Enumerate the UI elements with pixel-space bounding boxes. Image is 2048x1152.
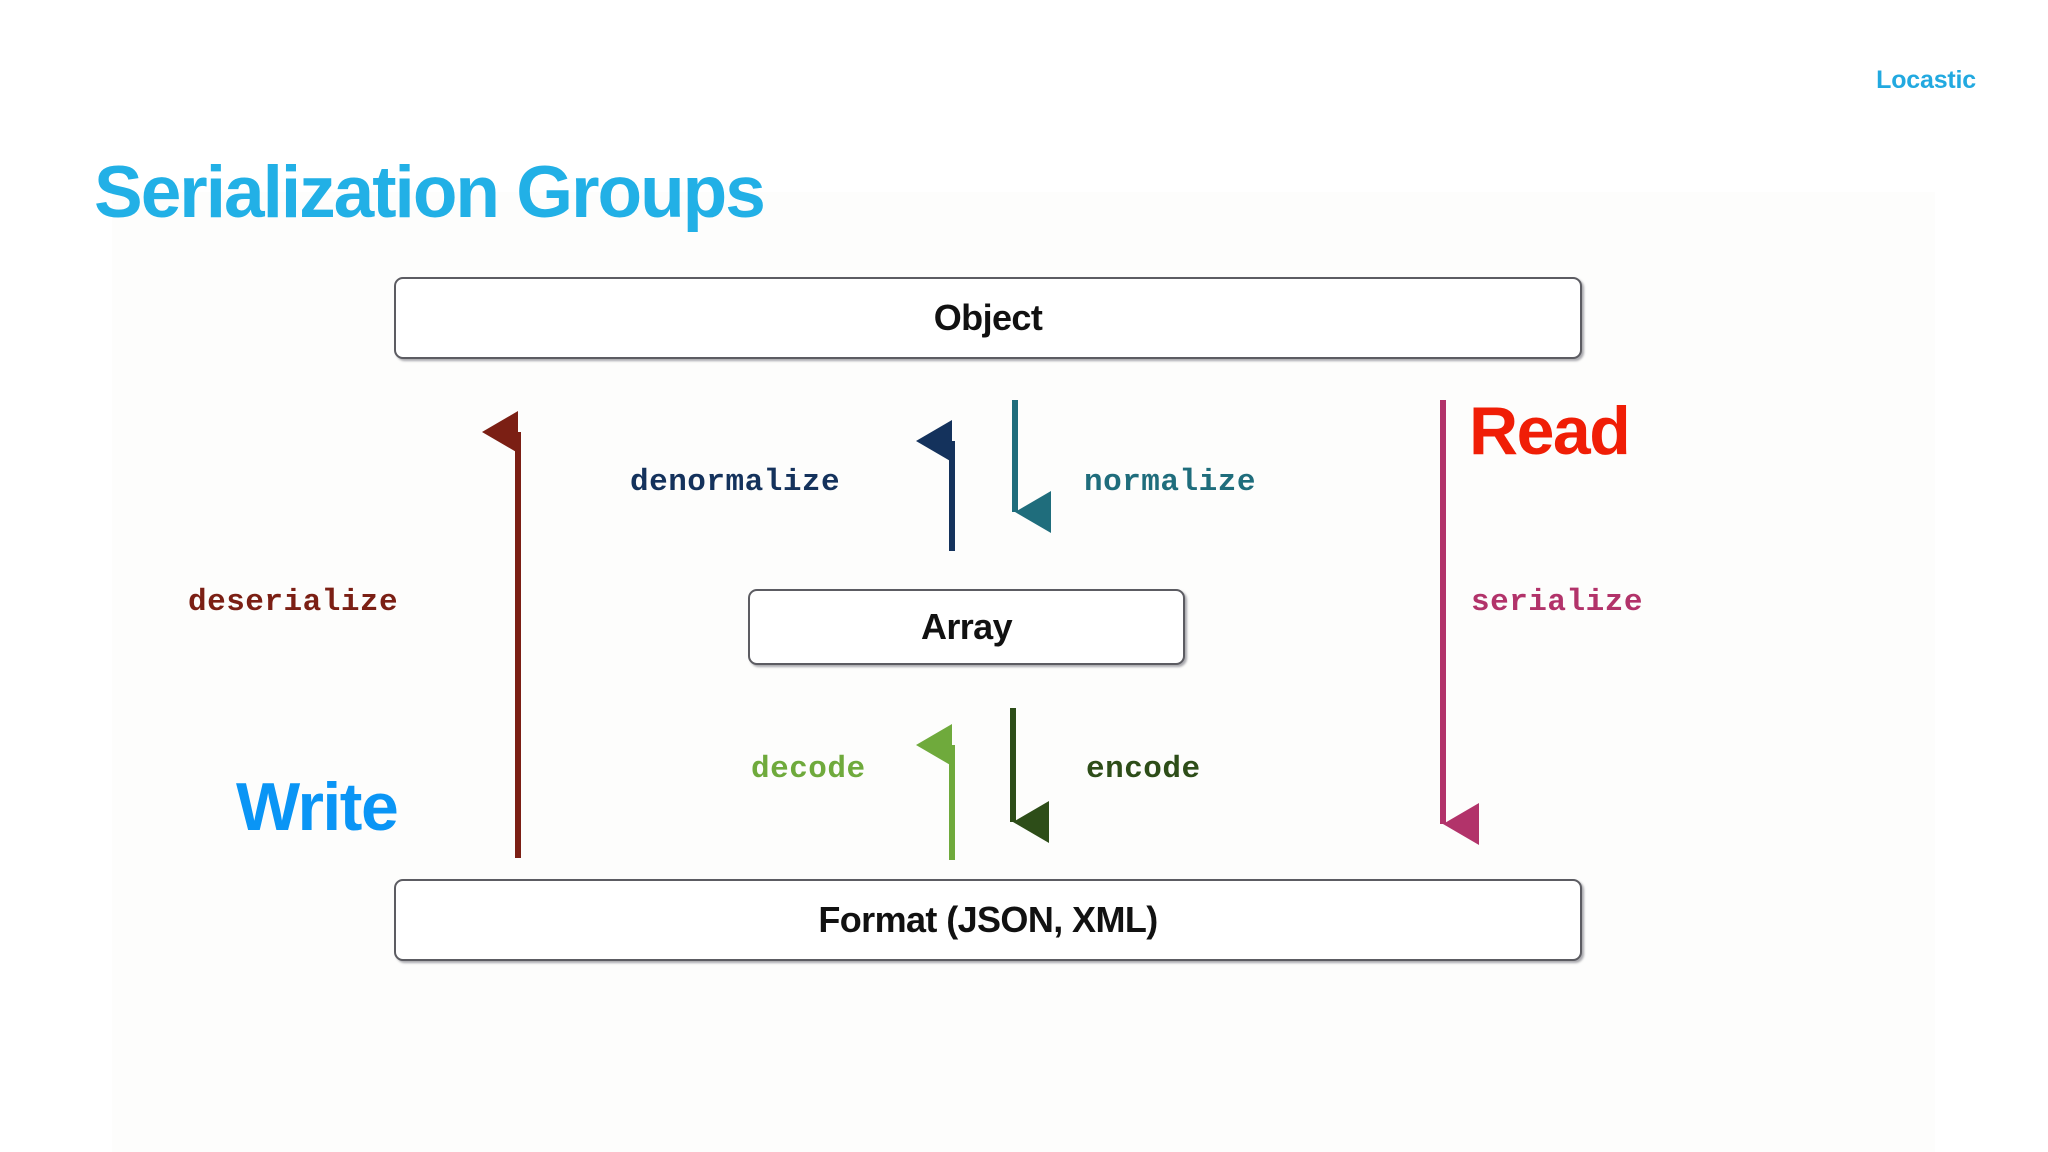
edge-label-deserialize: deserialize [188,585,399,620]
edge-label-normalize: normalize [1084,465,1256,500]
node-format-label: Format (JSON, XML) [818,899,1158,940]
edge-label-decode: decode [751,752,866,787]
node-array: Array [748,589,1185,665]
node-object: Object [394,277,1582,359]
locastic-logo: Locastic [1876,66,1976,94]
callout-write: Write [236,769,399,845]
edge-label-serialize: serialize [1471,585,1643,620]
node-array-label: Array [920,606,1013,647]
callout-read: Read [1469,393,1631,469]
page-title: Serialization Groups [94,151,766,233]
node-format: Format (JSON, XML) [394,879,1582,961]
edge-label-encode: encode [1086,752,1201,787]
edge-label-denormalize: denormalize [630,465,841,500]
node-object-label: Object [933,297,1043,338]
